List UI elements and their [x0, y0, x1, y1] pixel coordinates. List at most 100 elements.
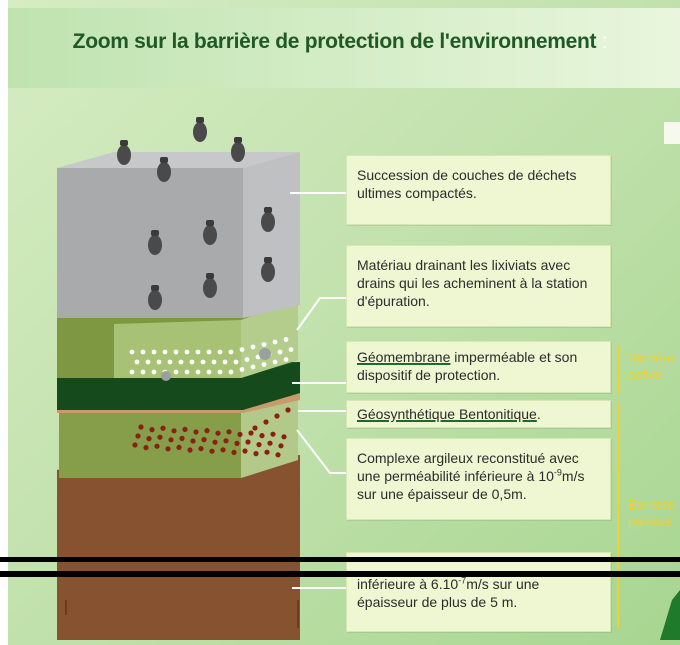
drainage-dot [233, 359, 239, 365]
label-geomembrane-term: Géomembrane [357, 349, 451, 365]
clay-dot [281, 434, 287, 440]
clay-dot [171, 428, 177, 434]
label-waste-layers: Succession de couches de déchets ultimes… [346, 155, 611, 225]
clay-dot [264, 449, 270, 455]
clay-dot [248, 430, 254, 436]
drainage-dot [173, 349, 179, 355]
clay-dot [212, 439, 218, 445]
drainage-dot [222, 359, 228, 365]
drainage-dot [184, 369, 190, 375]
drainage-dot [184, 349, 190, 355]
clay-dot [220, 447, 226, 453]
drainage-dot [140, 369, 146, 375]
drainage-dot [228, 369, 234, 375]
label-geosynthetic-end: . [536, 406, 541, 422]
waste-bag-icon [261, 257, 275, 282]
clay-dot [278, 443, 284, 449]
clay-dot [285, 407, 291, 413]
drainage-dot [134, 359, 140, 365]
drainage-dot [283, 337, 289, 342]
waste-bag-icon [148, 285, 162, 310]
title-colon: : [601, 30, 608, 53]
waste-bag-icon [148, 230, 162, 255]
clay-dot [253, 451, 259, 457]
clay-dot [242, 448, 248, 454]
clay-dot [209, 448, 215, 454]
clay-dot [237, 431, 243, 437]
drainage-dot [195, 349, 201, 355]
label-substrate: inférieure à 6.10-7m/s sur une épaisseur… [346, 552, 611, 632]
clay-dot [245, 439, 251, 445]
waste-bag-icon [231, 137, 245, 162]
waste-bag-icon [203, 273, 217, 298]
drainage-dot [195, 369, 201, 375]
clay-dot [168, 437, 174, 443]
redaction-bar-top [0, 557, 680, 562]
drainage-dot [156, 359, 162, 365]
clay-dot [193, 429, 199, 435]
drainage-dot [200, 359, 206, 365]
clay-dot [263, 419, 269, 425]
leader-lines [290, 192, 346, 589]
drainage-dot [167, 359, 173, 365]
clay-dot [275, 452, 281, 458]
waste-bag-icon [157, 157, 171, 182]
label-passive-barrier: Barrière passive [628, 496, 674, 530]
label-drainage-text: Matériau drainant les lixiviats avec dra… [357, 257, 588, 309]
drainage-dot [151, 369, 157, 375]
clay-dot [149, 427, 155, 433]
clay-dot [259, 433, 265, 439]
drainage-dot [217, 369, 223, 375]
drainage-dot [211, 359, 217, 365]
page-title: Zoom sur la barrière de protection de l'… [0, 30, 680, 54]
clay-dot [135, 433, 141, 439]
clay-dot [223, 438, 229, 444]
clay-dot [215, 430, 221, 436]
drainage-dot [189, 359, 195, 365]
title-text: Zoom sur la barrière de protection de l'… [72, 30, 597, 53]
clay-dot [154, 443, 160, 449]
corner-accent [660, 590, 680, 640]
passive-barrier-line1: Barrière [628, 497, 675, 512]
label-clay-text-b: m/s sur une épaisseur de 0,5m. [357, 468, 585, 502]
clay-dot [165, 446, 171, 452]
clay-dot [204, 428, 210, 434]
drain-pipe [259, 348, 271, 360]
clay-dot [274, 413, 280, 419]
clay-dot [179, 435, 185, 441]
clay-dots [132, 407, 291, 458]
passive-barrier-line2: passive [628, 514, 673, 529]
label-geosynthetic: Géosynthétique Bentonitique. [346, 400, 611, 428]
drainage-dot [206, 369, 212, 375]
label-clay-text-a: Complexe argileux reconstitué avec une p… [357, 450, 579, 484]
clay-dot [187, 447, 193, 453]
clay-dot [201, 437, 207, 443]
label-geomembrane-text: imperméable et son dispositif de protect… [357, 349, 578, 383]
label-substrate-text-a: inférieure à 6.10 [357, 576, 459, 592]
clay-dot [182, 426, 188, 432]
clay-dot [256, 442, 262, 448]
drainage-dot [239, 347, 245, 352]
drainage-dot [272, 339, 278, 345]
redaction-bar-bottom [0, 571, 680, 577]
label-waste-text: Succession de couches de déchets ultimes… [357, 167, 577, 201]
label-geomembrane: Géomembrane imperméable et son dispositi… [346, 341, 611, 393]
clay-dot [226, 429, 232, 435]
drainage-dot [206, 349, 212, 355]
clay-dot [143, 445, 149, 451]
clay-dot [176, 444, 182, 450]
active-barrier-line1: Barrière [628, 350, 675, 365]
clay-dot [198, 446, 204, 452]
drainage-dot [272, 359, 278, 365]
drainage-dot [261, 362, 267, 367]
label-drainage: Matériau drainant les lixiviats avec dra… [346, 245, 611, 327]
clay-dot [231, 449, 237, 455]
waste-bag-icon [193, 117, 207, 142]
label-clay-exponent: -9 [553, 467, 562, 478]
drainage-dot [129, 349, 135, 355]
drainage-dot [250, 364, 256, 370]
clay-dot [234, 440, 240, 446]
clay-dot [132, 442, 138, 448]
drainage-dot [140, 349, 146, 355]
